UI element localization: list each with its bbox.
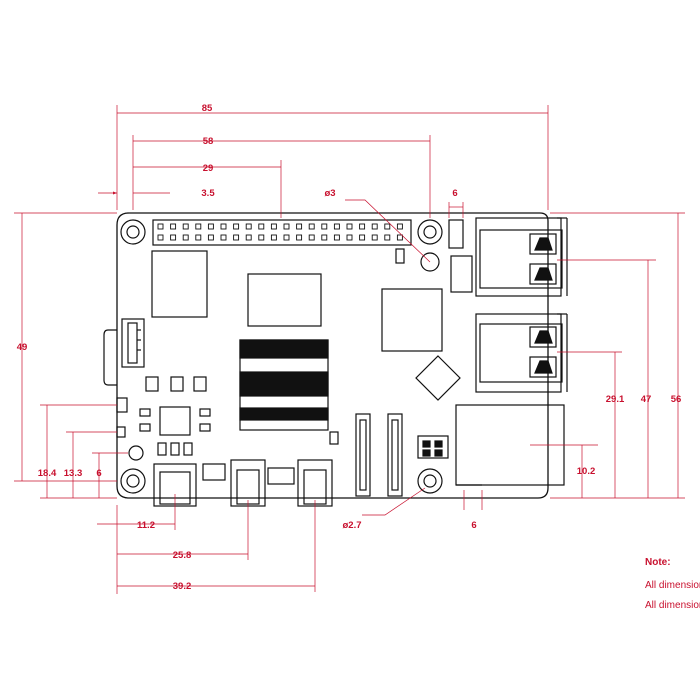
dim-hole-diameter-bottom: ø2.7 <box>342 520 361 531</box>
micro-hdmi-0 <box>230 459 266 507</box>
gpio-pin <box>270 234 277 241</box>
dimension-lines <box>14 105 685 594</box>
note-line-2: All dimensions <box>645 600 700 608</box>
board <box>116 212 549 499</box>
gpio-pin <box>346 234 353 241</box>
pmic <box>159 406 191 436</box>
gpio-pin <box>308 223 315 230</box>
display-connector <box>121 318 145 368</box>
gpio-pin <box>359 223 366 230</box>
dim-camera-6: 6 <box>452 188 457 199</box>
ethernet-controller <box>415 355 461 401</box>
gpio-pin <box>195 234 202 241</box>
gpio-pin <box>371 234 378 241</box>
usb-controller <box>381 288 443 352</box>
mipi-connector-2 <box>387 413 403 497</box>
gpio-pin <box>157 234 164 241</box>
dim-hole-diameter: ø3 <box>324 188 335 199</box>
gpio-pin <box>346 223 353 230</box>
dim-6-bottom: 6 <box>471 520 476 531</box>
gpio-pin <box>371 223 378 230</box>
dim-56: 56 <box>671 394 682 405</box>
gpio-pin <box>321 234 328 241</box>
usb-stack-top <box>475 217 562 297</box>
fan-header <box>417 435 449 459</box>
usb-stack-bottom <box>475 313 562 393</box>
gpio-pin <box>384 234 391 241</box>
wifi-module <box>247 273 322 327</box>
mounting-hole-top-left <box>120 219 146 245</box>
gpio-pin <box>258 223 265 230</box>
gpio-pin <box>182 223 189 230</box>
gpio-pin <box>283 223 290 230</box>
gpio-pin <box>333 223 340 230</box>
gpio-pin <box>182 234 189 241</box>
mipi-connector-1 <box>355 413 371 497</box>
gpio-pin <box>233 223 240 230</box>
gpio-pin <box>170 234 177 241</box>
dim-58: 58 <box>203 136 214 147</box>
dim-18-4: 18.4 <box>38 468 57 479</box>
board-outline <box>116 212 549 499</box>
led-hole <box>420 252 440 272</box>
gpio-pin <box>207 234 214 241</box>
gpio-pin <box>207 223 214 230</box>
camera-connector-top <box>448 219 464 249</box>
gpio-pin <box>359 234 366 241</box>
gpio-pin <box>195 223 202 230</box>
sd-card-edge <box>103 329 117 386</box>
dim-49: 49 <box>17 342 28 353</box>
reset-button <box>128 445 144 461</box>
dim-6-left: 6 <box>96 468 101 479</box>
gpio-pin <box>321 223 328 230</box>
note-title: Note: <box>645 557 671 568</box>
dim-13-3: 13.3 <box>64 468 83 479</box>
gpio-header <box>152 219 412 246</box>
gpio-pin <box>396 234 403 241</box>
gpio-pin <box>396 223 403 230</box>
small-component <box>395 248 405 264</box>
gpio-pin <box>258 234 265 241</box>
dim-85: 85 <box>202 103 213 114</box>
micro-hdmi-1 <box>297 459 333 507</box>
poe-header <box>450 255 473 293</box>
mounting-hole-bottom-right <box>417 468 443 494</box>
gpio-pin <box>296 234 303 241</box>
components <box>103 219 473 507</box>
dim-47: 47 <box>641 394 652 405</box>
gpio-pins <box>157 223 403 241</box>
gpio-pin <box>308 234 315 241</box>
dimension-labels: 85 58 29 3.5 ø3 6 49 18.4 13.3 6 11.2 ø2… <box>17 103 682 592</box>
mounting-hole-bottom-left <box>120 468 146 494</box>
dim-29: 29 <box>203 163 214 174</box>
note-line-1: All dimensions <box>645 580 700 591</box>
mounting-holes <box>120 219 443 494</box>
dim-39-2: 39.2 <box>173 581 192 592</box>
gpio-pin <box>296 223 303 230</box>
gpio-pin <box>245 234 252 241</box>
dim-10-2: 10.2 <box>577 466 596 477</box>
gpio-pin <box>283 234 290 241</box>
gpio-pin <box>157 223 164 230</box>
gpio-pin <box>384 223 391 230</box>
dim-25-8: 25.8 <box>173 550 192 561</box>
ram-chip <box>151 250 208 318</box>
dim-29-1: 29.1 <box>606 394 625 405</box>
usb-ports <box>455 217 568 486</box>
gpio-pin <box>220 234 227 241</box>
dim-11-2: 11.2 <box>137 520 155 531</box>
mounting-hole-top-right <box>417 219 443 245</box>
gpio-pin <box>233 234 240 241</box>
gpio-pin <box>333 234 340 241</box>
gpio-pin <box>270 223 277 230</box>
gpio-pin <box>170 223 177 230</box>
gpio-pin <box>220 223 227 230</box>
dim-3-5: 3.5 <box>201 188 215 199</box>
gpio-pin <box>245 223 252 230</box>
